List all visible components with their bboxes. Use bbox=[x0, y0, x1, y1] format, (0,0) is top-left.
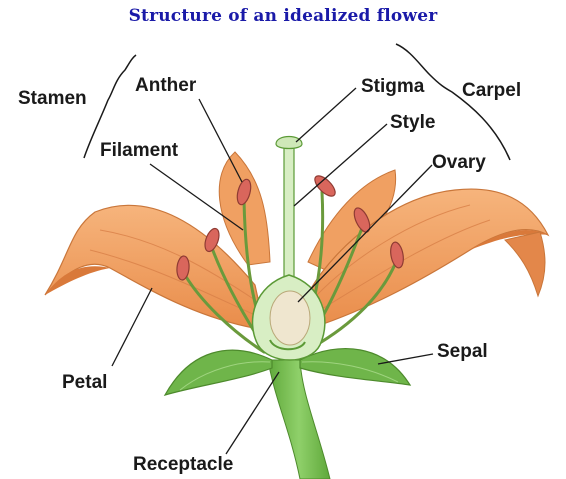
label-receptacle: Receptacle bbox=[133, 454, 233, 476]
label-style: Style bbox=[390, 112, 435, 134]
label-stamen: Stamen bbox=[18, 88, 87, 110]
sepal-left bbox=[165, 350, 272, 395]
ovule bbox=[270, 291, 310, 345]
label-petal: Petal bbox=[62, 372, 107, 394]
receptacle-leader bbox=[226, 372, 279, 454]
carpel-bracket bbox=[396, 44, 510, 160]
sepal-leader bbox=[378, 354, 433, 364]
stem bbox=[268, 360, 330, 479]
stigma-leader bbox=[296, 88, 356, 142]
label-carpel: Carpel bbox=[462, 80, 521, 102]
anther-leader bbox=[199, 99, 242, 182]
label-anther: Anther bbox=[135, 75, 196, 97]
label-sepal: Sepal bbox=[437, 341, 488, 363]
label-filament: Filament bbox=[100, 140, 178, 162]
style bbox=[284, 148, 294, 280]
label-ovary: Ovary bbox=[432, 152, 486, 174]
petal-leader bbox=[112, 288, 152, 366]
label-stigma: Stigma bbox=[361, 76, 424, 98]
stigma bbox=[276, 137, 302, 149]
